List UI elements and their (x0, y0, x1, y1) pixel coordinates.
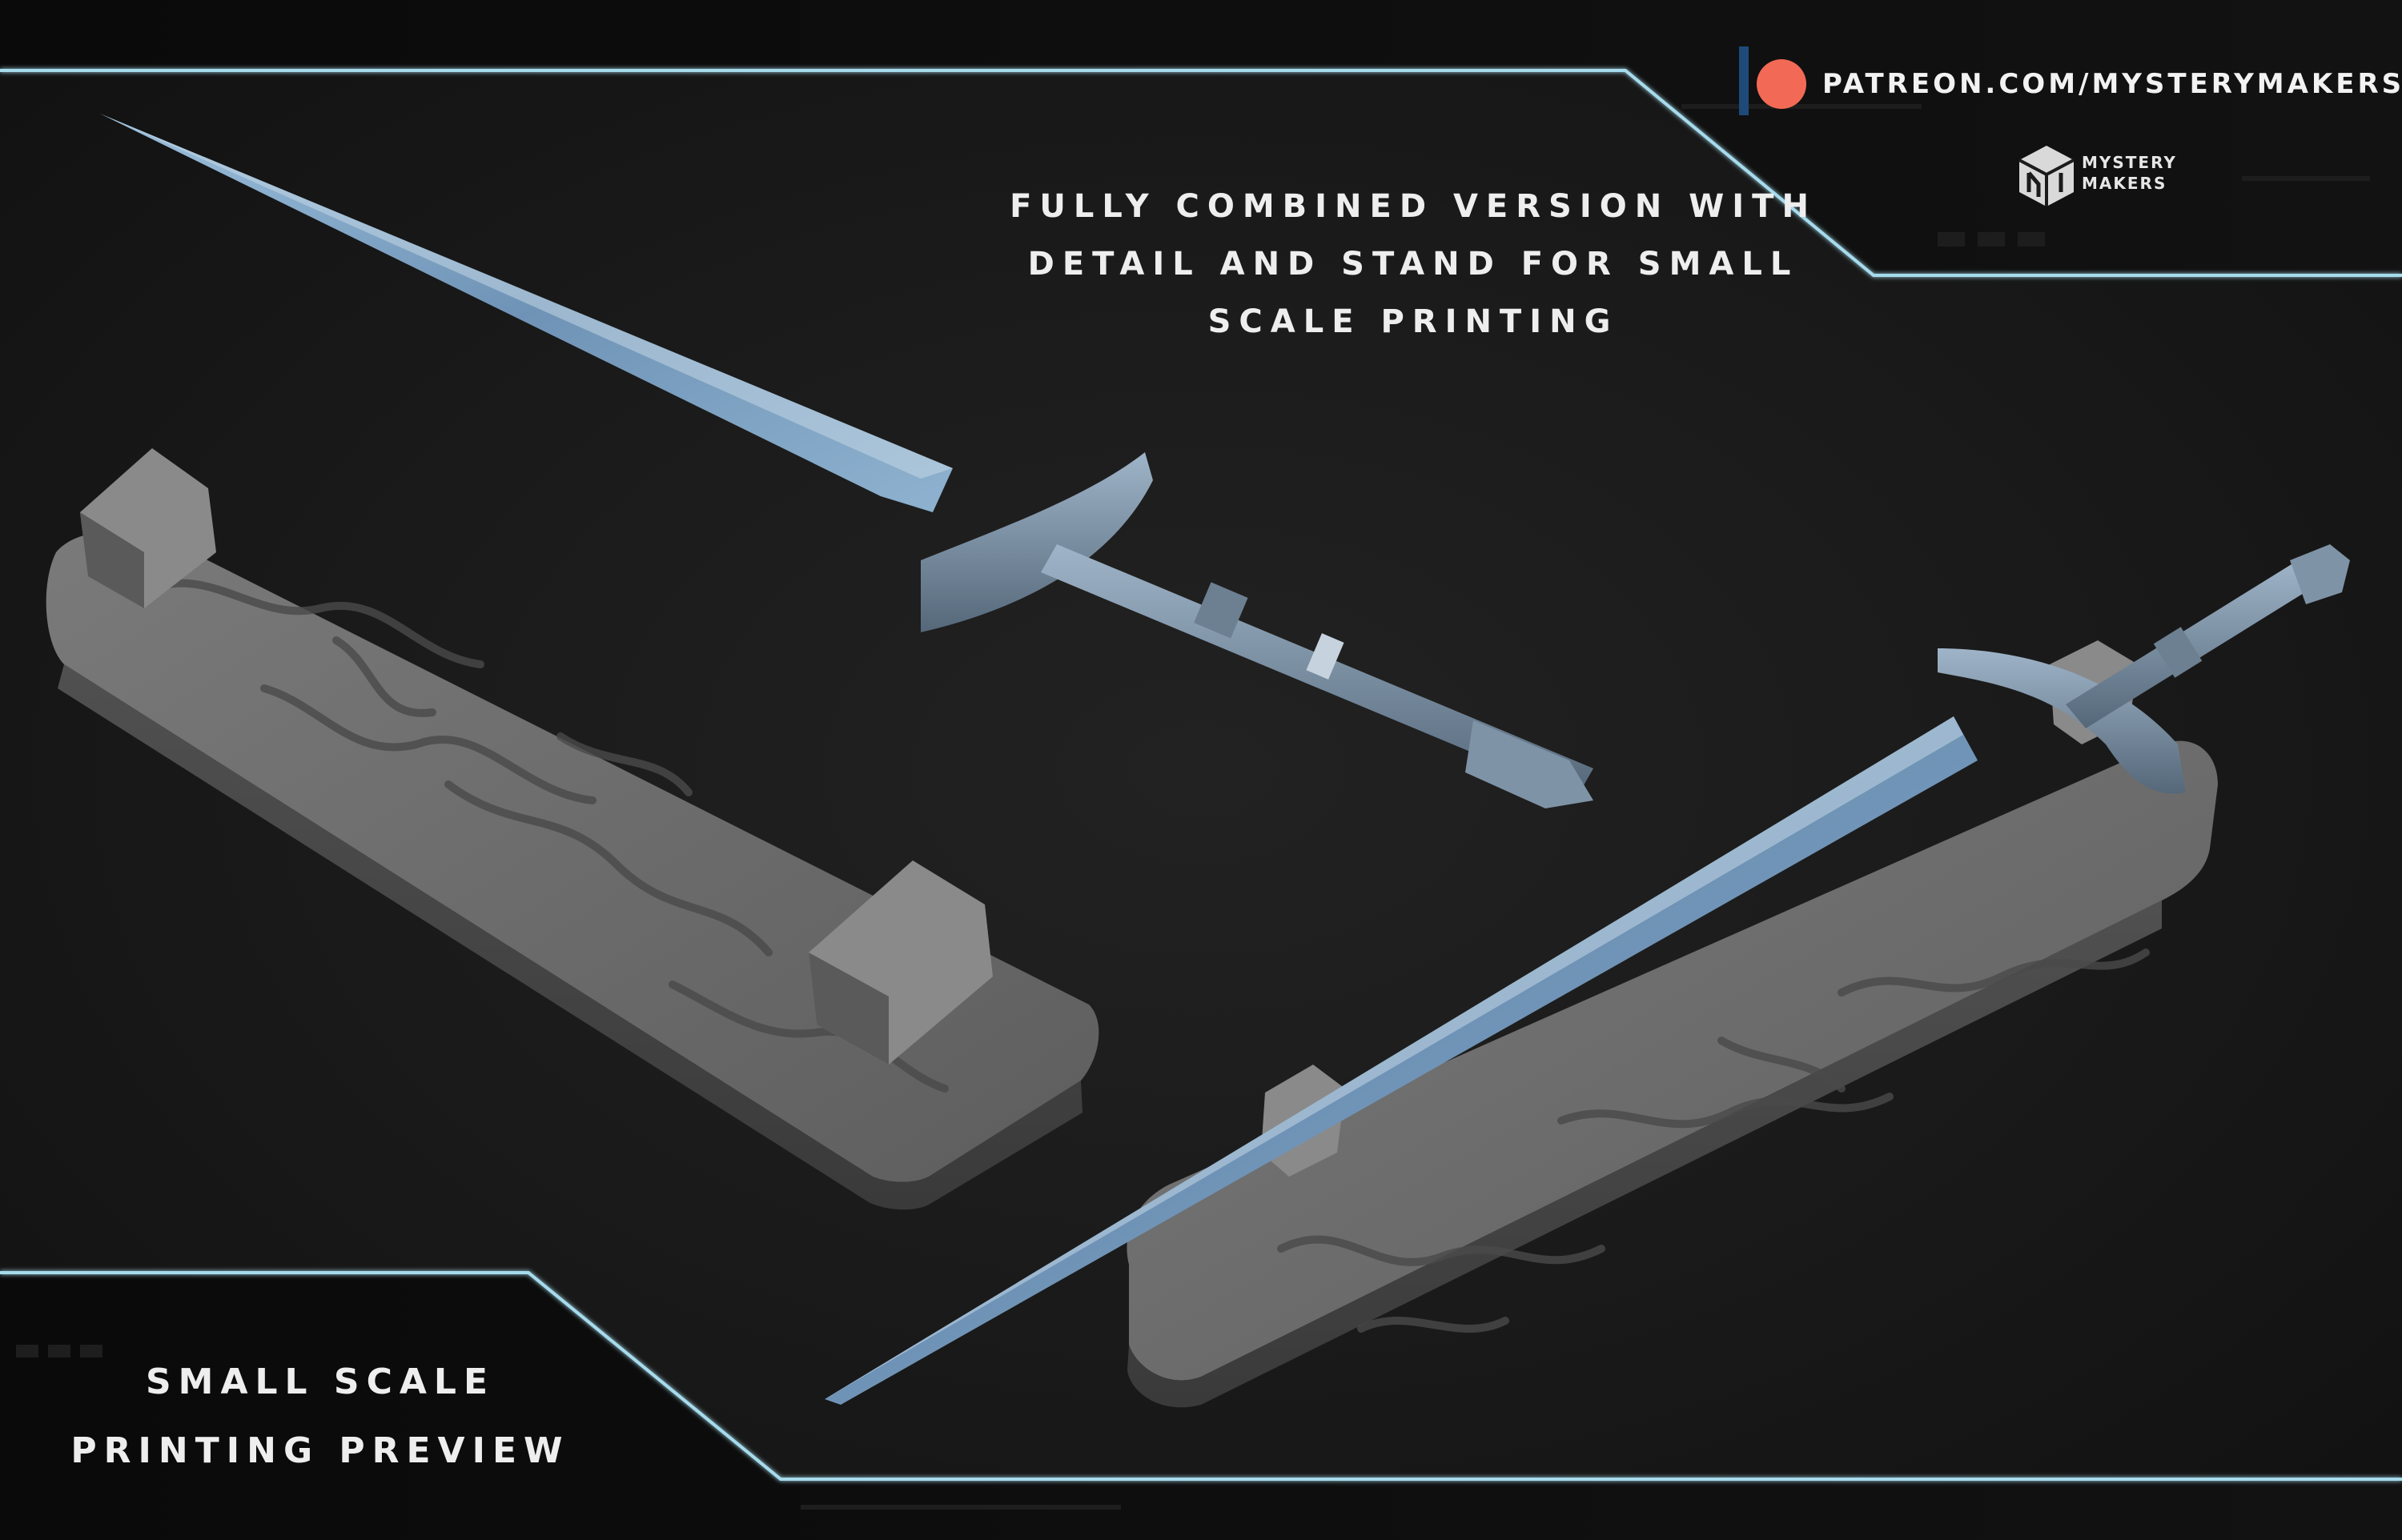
headline-line-2: DETAIL AND STAND FOR SMALL (1027, 246, 1799, 283)
bottom-tech-marks (16, 1345, 1121, 1510)
headline-line-1: FULLY COMBINED VERSION WITH (1010, 188, 1817, 225)
stand-holder (80, 448, 216, 608)
patreon-logo-icon (1757, 59, 1806, 109)
patreon-url[interactable]: PATREON.COM/MYSTERYMAKERS (1822, 68, 2402, 100)
patreon-link[interactable]: PATREON.COM/MYSTERYMAKERS (1739, 50, 2402, 118)
mystery-makers-cube-logo-icon (2018, 146, 2075, 207)
headline-caption: FULLY COMBINED VERSION WITH DETAIL AND S… (985, 178, 1842, 351)
brand-name: MYSTERY MAKERS (2082, 153, 2177, 193)
bottom-panel (0, 1273, 2402, 1540)
stand-holder (809, 860, 993, 1065)
preview-label-line-1: SMALL SCALE (145, 1362, 496, 1402)
preview-label: SMALL SCALE PRINTING PREVIEW (32, 1348, 609, 1486)
patreon-accent-bar (1739, 46, 1749, 115)
preview-label-line-2: PRINTING PREVIEW (70, 1430, 570, 1471)
top-tech-marks (1681, 104, 2370, 247)
bottom-frame-line (0, 1271, 2402, 1481)
headline-line-3: SCALE PRINTING (1207, 303, 1619, 340)
top-frame-line (0, 69, 2402, 277)
